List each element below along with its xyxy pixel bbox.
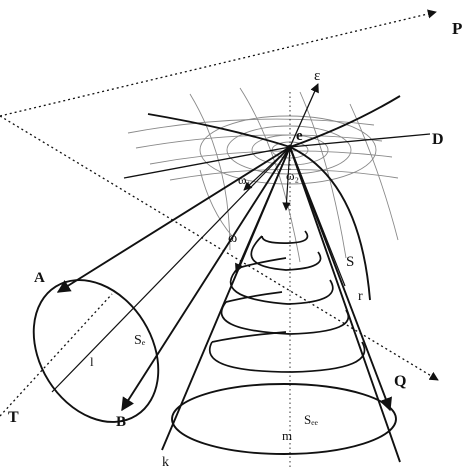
dotted-line-to-q [0, 115, 439, 381]
label-b: B [116, 414, 126, 430]
label-d: D [432, 131, 444, 148]
label-l: l [90, 354, 94, 369]
label-s: S [346, 254, 354, 270]
label-k: k [162, 455, 169, 470]
label-t: T [8, 409, 19, 426]
small-cone-lower-arrow [121, 146, 291, 412]
small-cone-base [32, 279, 160, 423]
epsilon-axis-arrow [289, 83, 319, 148]
omega-arrow [235, 146, 291, 273]
small-cone-upper-arrow [56, 146, 291, 293]
label-p: P [452, 19, 462, 38]
label-omega: ω [228, 231, 237, 246]
label-see: Sₑₑ [304, 412, 319, 427]
helix-spiral [209, 230, 366, 373]
dotted-line-to-p [0, 9, 437, 117]
label-omega1: ω₁ [238, 172, 251, 187]
omega2-arrow [282, 146, 291, 211]
label-omega2: ω₂ [286, 168, 299, 183]
label-a: A [34, 270, 45, 286]
vertex-point [287, 144, 293, 150]
big-cone-edge-arrow [289, 146, 392, 412]
label-epsilon-axis: ε [314, 68, 320, 84]
surface-curve-upper [147, 95, 401, 149]
label-r: r [358, 289, 363, 304]
surface-curve-s [289, 146, 371, 301]
label-se: Sₑ [134, 333, 146, 348]
big-cone-base [171, 383, 397, 455]
label-vertex: e [296, 128, 303, 144]
dotted-line-to-t [0, 293, 113, 417]
label-m: m [282, 428, 292, 443]
label-q: Q [394, 373, 406, 390]
small-cone-axis-line [51, 146, 291, 393]
